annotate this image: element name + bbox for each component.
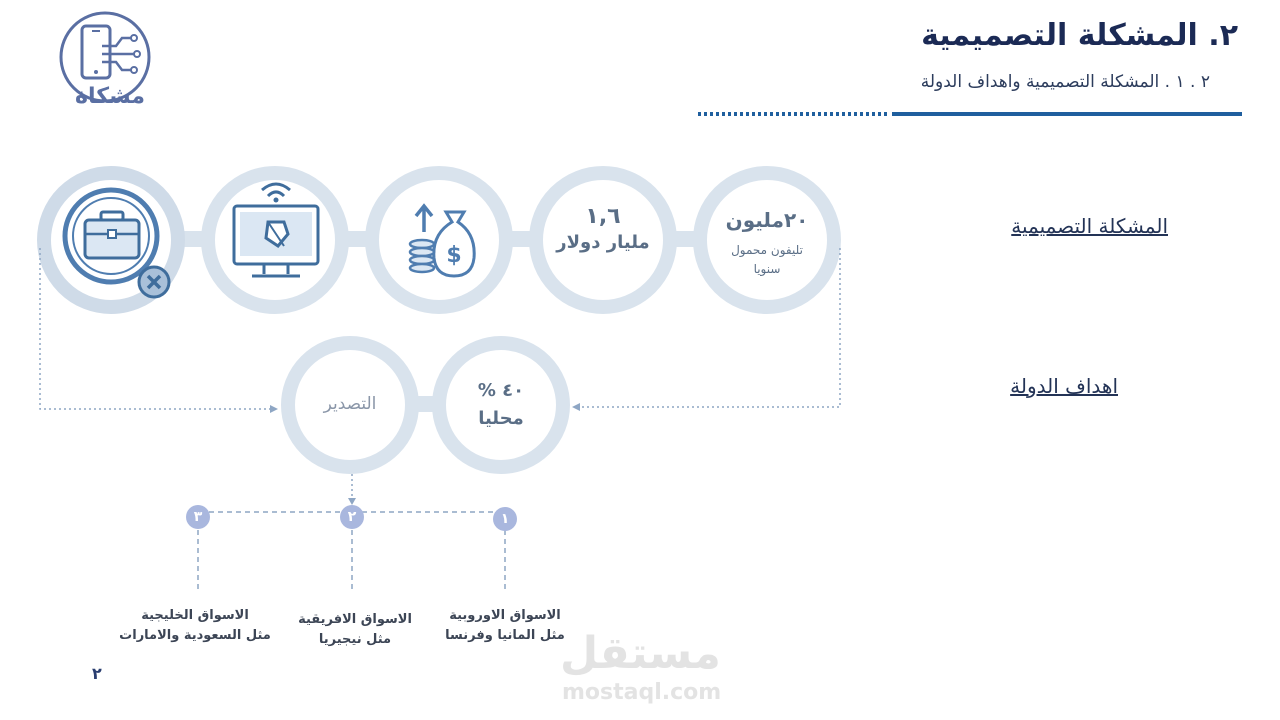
- market-badge-3: ٣: [186, 505, 210, 529]
- watermark-arabic: مستقل: [560, 628, 721, 679]
- circle-local: [432, 336, 570, 474]
- market-title: الاسواق الاوروبية: [449, 608, 561, 623]
- header-divider: [698, 112, 1242, 116]
- phones-desc-line1: تليفون محمول: [731, 243, 803, 257]
- page-number: ٢: [92, 664, 102, 683]
- billion-value: ١,٦: [585, 204, 621, 229]
- design-problem-label[interactable]: المشكلة التصميمية: [1011, 214, 1168, 238]
- market-title: الاسواق الخليجية: [141, 608, 249, 623]
- state-goals-label[interactable]: اهداف الدولة: [1010, 374, 1118, 398]
- logo-text: مشكاة: [74, 84, 146, 109]
- phones-desc-line2: سنويا: [753, 262, 781, 276]
- local-value: ٤٠ %: [477, 380, 525, 401]
- local-desc: محليا: [478, 408, 524, 429]
- billion-desc: مليار دولار: [556, 232, 650, 253]
- watermark-english: mostaql.com: [562, 680, 722, 705]
- page-title: ٢. المشكلة التصميمية: [921, 18, 1238, 53]
- market-item-gulf: الاسواق الخليجية مثل السعودية والامارات: [110, 606, 280, 646]
- monitor-wifi-icon: [232, 182, 320, 278]
- market-title: الاسواق الافريقية: [298, 612, 412, 627]
- market-item-africa: الاسواق الافريقية مثل نيجيريا: [270, 610, 440, 650]
- money-bag-coins-icon: $: [408, 203, 476, 278]
- market-example: مثل نيجيريا: [318, 632, 392, 647]
- market-example: مثل السعودية والامارات: [119, 628, 271, 643]
- market-item-europe: الاسواق الاوروبية مثل المانيا وفرنسا: [420, 606, 590, 646]
- smartphone-circuit-icon: [59, 11, 151, 103]
- briefcase-cancel-icon: [62, 187, 171, 299]
- svg-text:$: $: [446, 243, 461, 268]
- section-subtitle: ٢ . ١ . المشكلة التصميمية واهداف الدولة: [920, 72, 1210, 92]
- market-badge-1: ١: [493, 507, 517, 531]
- market-badge-2: ٢: [340, 505, 364, 529]
- market-example: مثل المانيا وفرنسا: [445, 628, 565, 643]
- export-label: التصدير: [323, 394, 377, 414]
- phones-value: ٢٠مليون: [725, 208, 809, 232]
